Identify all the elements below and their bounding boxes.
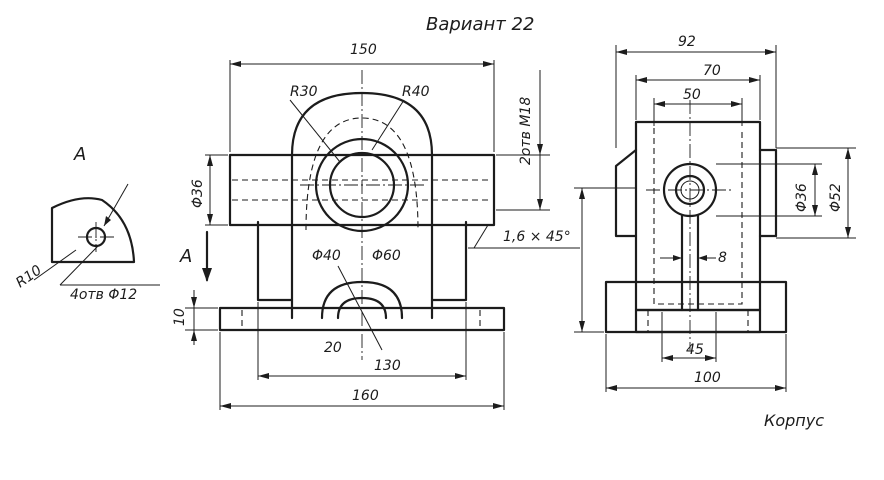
dim-r30: R30 [290,84,318,100]
dim-70: 70 [703,63,721,79]
dim-50: 50 [683,87,701,103]
dim-92: 92 [678,34,696,50]
front-lower-bore [320,280,404,320]
dim-phi36-side: Φ36 [794,183,810,212]
detail-outline [50,197,136,264]
front-view: 150 R30 R40 2отв М18 Φ36 A 10 1 [172,42,580,410]
dim-8: 8 [718,250,727,266]
dim-160: 160 [352,388,379,404]
dim-phi52: Φ52 [828,183,844,212]
variant-title: Вариант 22 [426,14,534,35]
detail-holes-label: 4отв Φ12 [70,287,137,303]
part-name: Корпус [764,411,824,430]
view-arrow-label: A [179,246,192,267]
dim-phi60: Φ60 [372,248,401,264]
dim-130: 130 [374,358,401,374]
dim-threads: 2отв М18 [518,97,534,165]
detail-view-label: A [73,144,86,165]
dim-150: 150 [350,42,377,58]
side-view: 92 70 50 Φ36 Φ52 [574,34,856,392]
side-rib [680,214,700,312]
front-base [218,306,506,332]
dim-10: 10 [172,308,188,326]
dim-chamfer: 1,6 × 45° [503,229,571,245]
detail-radius-label: R10 [13,262,45,291]
dim-r40: R40 [402,84,430,100]
dim-phi40: Φ40 [312,248,341,264]
dim-45: 45 [686,342,704,358]
dim-20: 20 [324,340,342,356]
dim-phi36-front: Φ36 [190,179,206,208]
dim-100: 100 [694,370,721,386]
detail-view-a: A R10 4отв Φ12 [13,144,160,303]
